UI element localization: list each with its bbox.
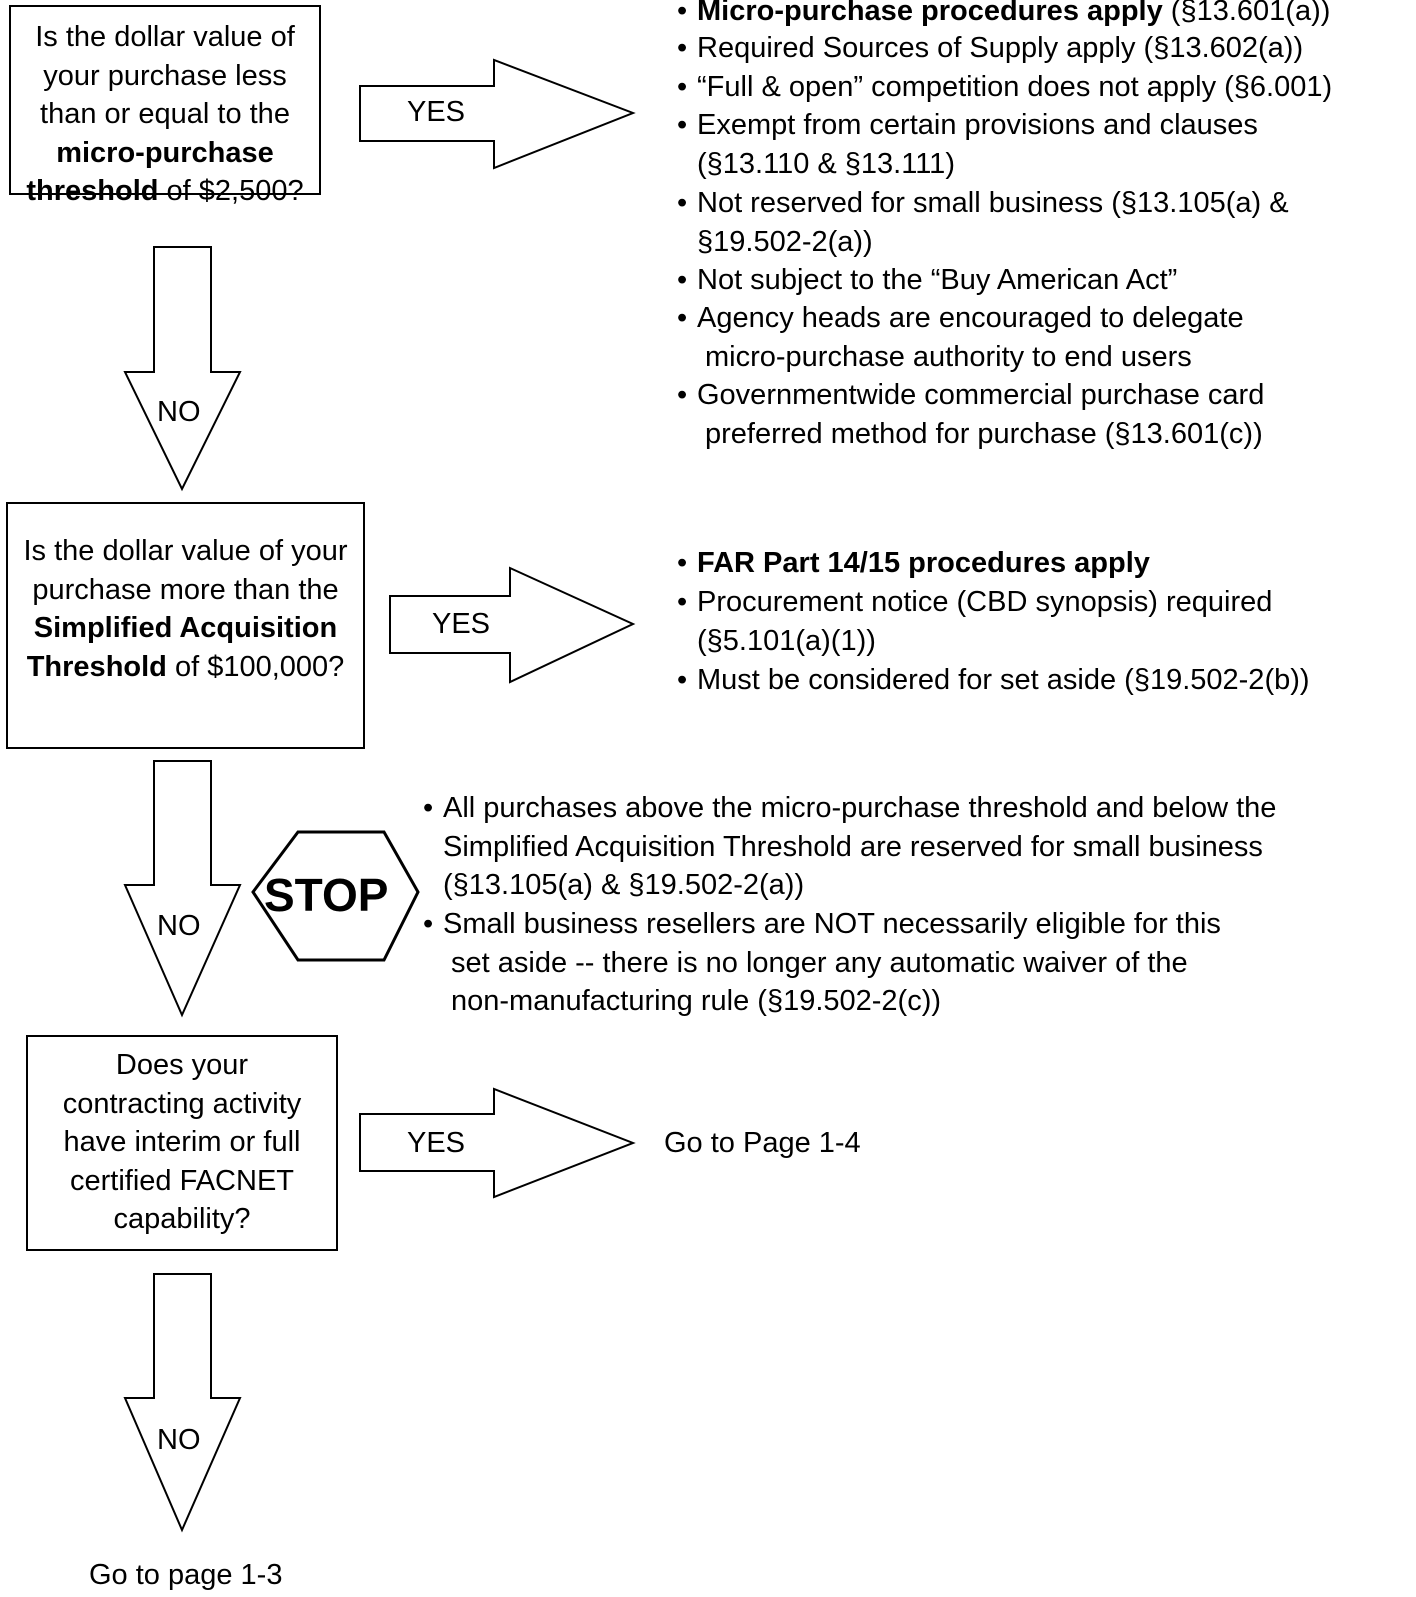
question-1-bold: micro-purchase threshold	[26, 136, 274, 208]
question-2-text: Is the dollar value of your purchase mor…	[23, 535, 348, 683]
yes-arrow-2	[389, 566, 636, 684]
question-box-1	[9, 5, 321, 195]
list-item: •Small business resellers are NOT necess…	[423, 908, 1221, 1017]
list-item: •Agency heads are encouraged to delegate…	[677, 302, 1244, 373]
list-item: •Micro-purchase procedures apply (§13.60…	[677, 0, 1331, 27]
question-2-bold: Simplified Acquisition Threshold	[26, 612, 338, 683]
yes-arrow-3	[359, 1087, 636, 1199]
no-arrow-2	[123, 760, 242, 1018]
yes-label-1: YES	[407, 96, 466, 128]
list-item: •Exempt from certain provisions and clau…	[677, 109, 1258, 180]
list-item: •FAR Part 14/15 procedures apply	[677, 547, 1150, 579]
list-item: •Procurement notice (CBD synopsis) requi…	[677, 586, 1273, 657]
list-item: •Must be considered for set aside (§19.5…	[677, 664, 1310, 696]
yes-arrow-1	[359, 58, 636, 170]
list-item: •Not subject to the “Buy American Act”	[677, 264, 1178, 296]
no-label-1: NO	[157, 396, 201, 428]
question-box-3	[26, 1035, 338, 1251]
question-3-text: Does your contracting activity have inte…	[62, 1049, 302, 1235]
list-item: •All purchases above the micro-purchase …	[423, 792, 1277, 901]
list-item: •Not reserved for small business (§13.10…	[677, 187, 1289, 258]
no-arrow-3	[123, 1273, 242, 1533]
yes-label-3: YES	[407, 1127, 466, 1159]
stop-sign-text: STOP	[264, 869, 389, 921]
stop-sign-shape	[251, 830, 420, 962]
goto-page-1-3: Go to page 1-3	[89, 1559, 283, 1591]
list-item: •“Full & open” competition does not appl…	[677, 71, 1333, 103]
question-box-2	[6, 502, 365, 749]
question-1-text: Is the dollar value of your purchase les…	[26, 21, 304, 208]
list-item: •Governmentwide commercial purchase card…	[677, 379, 1265, 450]
no-label-3: NO	[157, 1424, 201, 1456]
no-label-2: NO	[157, 910, 201, 942]
list-item: •Required Sources of Supply apply (§13.6…	[677, 32, 1304, 64]
goto-page-1-4: Go to Page 1-4	[664, 1127, 861, 1159]
yes-label-2: YES	[432, 608, 491, 640]
no-arrow-1	[123, 246, 242, 492]
